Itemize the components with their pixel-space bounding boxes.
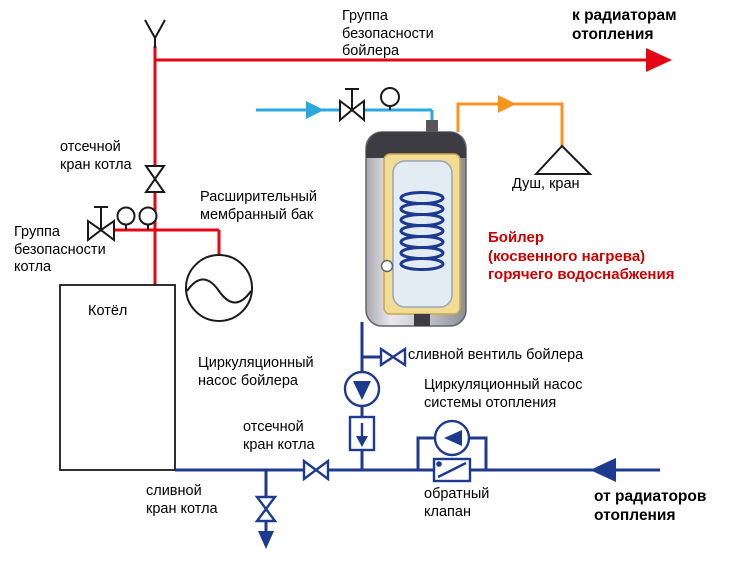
kotel-shutoff-valve-bottom-icon — [302, 458, 330, 482]
expansion-tank-icon — [185, 254, 253, 322]
pressure-gauge-icon — [116, 206, 136, 226]
label-from-radiators: от радиаторов отопления — [594, 488, 707, 524]
label-kotel: Котёл — [88, 303, 128, 319]
label-kotel-safety-group: Группа безопасности котла — [14, 224, 106, 275]
label-boiler-pump: Циркуляционный насос бойлера — [198, 355, 314, 389]
safety-funnel-icon — [144, 19, 166, 48]
flow-check-icon — [348, 415, 376, 452]
heating-pump-icon — [433, 419, 471, 457]
boiler-pump-icon — [343, 370, 381, 408]
label-shutoff-valve-top: отсечной кран котла — [60, 139, 132, 173]
kotel-box — [59, 284, 176, 471]
label-boiler-drain-valve: сливной вентиль бойлера — [408, 347, 584, 363]
boiler-safety-group-icon — [339, 87, 400, 123]
heat-exchanger-coil-icon — [399, 191, 445, 271]
check-valve-icon — [432, 457, 472, 483]
pressure-gauge-icon — [380, 87, 400, 107]
label-shower: Душ, кран — [512, 176, 580, 192]
shower-icon — [533, 144, 593, 175]
label-kotel-drain: сливной кран котла — [146, 483, 218, 517]
hot-water-pipes — [456, 95, 564, 146]
kotel-drain-valve-icon — [254, 495, 278, 523]
air-vent-icon — [138, 206, 158, 226]
cold-flow-arrow-icon — [306, 101, 324, 119]
label-boiler-safety-group: Группа безопасности бойлера — [342, 8, 434, 59]
boiler-tank — [365, 120, 467, 327]
drain-arrow-icon — [258, 531, 274, 549]
label-heating-pump: Циркуляционный насос системы отопления — [424, 377, 583, 411]
label-boiler-title: Бойлер (косвенного нагрева) горячего вод… — [488, 229, 675, 283]
dhw-flow-arrow-icon — [498, 95, 516, 113]
label-expansion-tank: Расширительный мембранный бак — [200, 189, 318, 223]
to-radiators-arrow-icon — [646, 48, 672, 72]
kotel-shutoff-valve-top-icon — [144, 165, 166, 193]
boiler-drain-valve-icon — [379, 346, 407, 368]
label-check-valve: обратный клапан — [424, 486, 490, 520]
from-radiators-arrow-icon — [590, 458, 616, 482]
label-shutoff-valve-bottom: отсечной кран котла — [243, 419, 315, 453]
label-to-radiators: к радиаторам отопления — [572, 7, 677, 43]
kotel-safety-group-icon — [87, 206, 158, 243]
